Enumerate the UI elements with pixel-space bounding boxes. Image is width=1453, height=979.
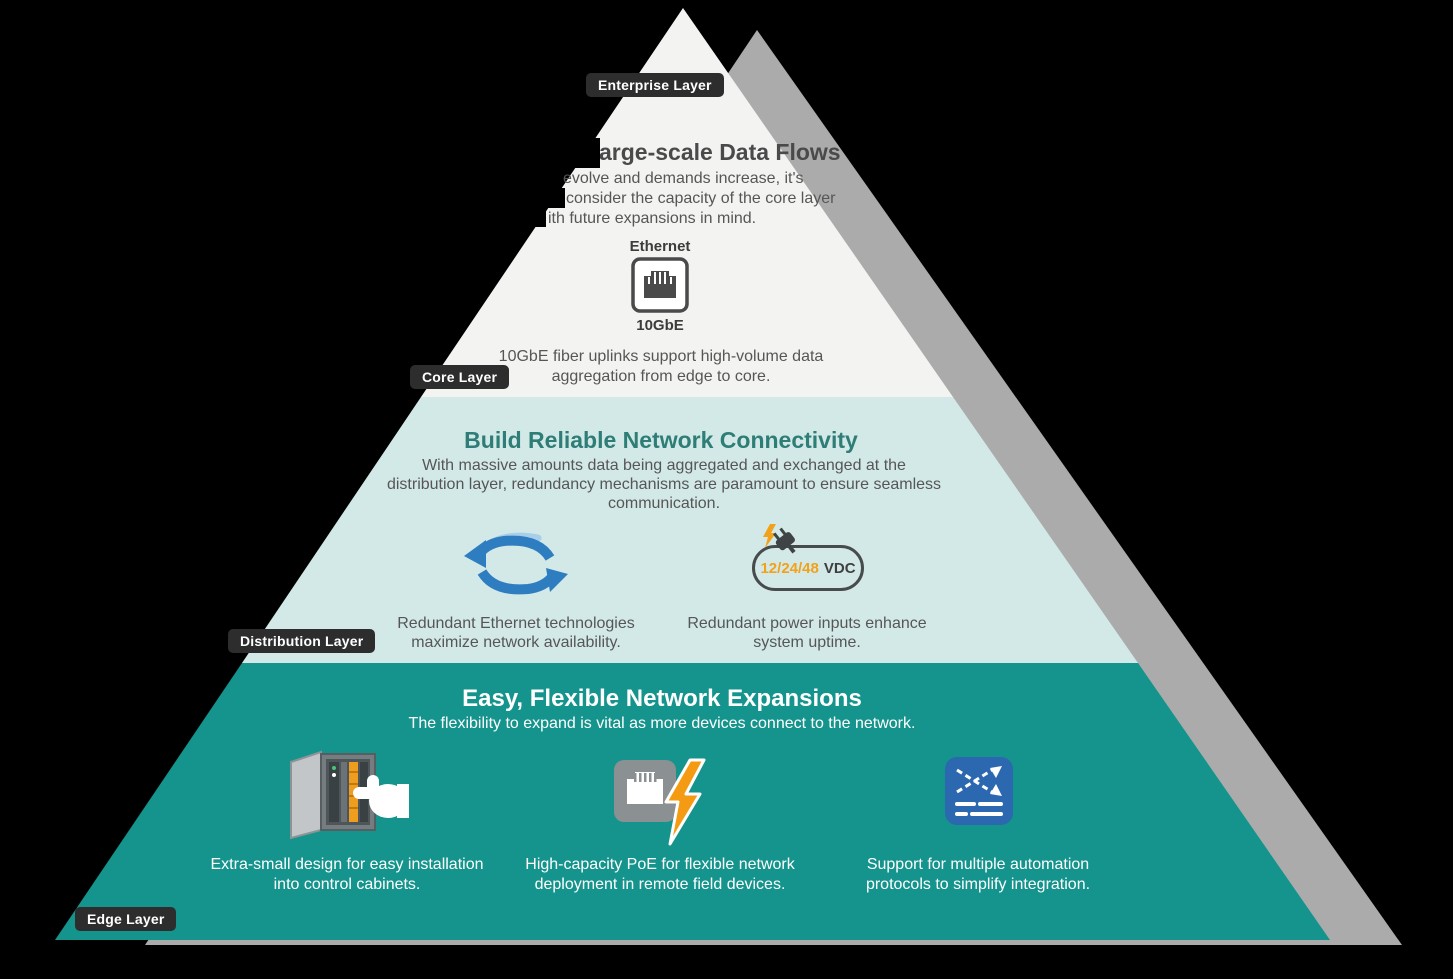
- band-core: [421, 8, 953, 397]
- edge-subtitle: The flexibility to expand is vital as mo…: [408, 715, 916, 732]
- poe-lightning-icon: [614, 758, 706, 846]
- band-distribution: [242, 397, 1138, 663]
- core-caption-line: aggregation from edge to core.: [551, 368, 771, 385]
- automation-protocols-icon: [945, 757, 1013, 825]
- core-caption-line: 10GbE fiber uplinks support high-volume …: [498, 348, 824, 365]
- sync-arrows-icon: [464, 532, 568, 595]
- feature-caption-line: Support for multiple automation: [866, 856, 1090, 873]
- tag-core-layer: Core Layer: [410, 365, 510, 389]
- redaction-bar: [469, 138, 600, 168]
- feature-caption-line: protocols to simplify integration.: [865, 876, 1091, 893]
- core-body-line: ith future expansions in mind.: [548, 210, 757, 227]
- ethernet-port-icon: [631, 257, 689, 313]
- redundant-ethernet-caption-line: maximize network availability.: [411, 634, 621, 651]
- redundant-power-caption-line: Redundant power inputs enhance: [687, 615, 927, 632]
- core-body-line: consider the capacity of the core layer: [566, 190, 836, 207]
- redaction-bar: [477, 188, 565, 208]
- redaction-bar: [477, 168, 562, 188]
- ethernet-speed-label: 10GbE: [636, 317, 684, 334]
- edge-title: Easy, Flexible Network Expansions: [462, 685, 862, 712]
- power-plug-icon: [763, 524, 796, 554]
- tag-enterprise-layer: Enterprise Layer: [586, 73, 724, 97]
- redundant-ethernet-caption-line: Redundant Ethernet technologies: [397, 615, 635, 632]
- feature-caption-line: deployment in remote field devices.: [534, 876, 786, 893]
- distribution-body-line: communication.: [607, 495, 721, 512]
- feature-caption-line: Extra-small design for easy installation: [210, 856, 484, 873]
- feature-caption-line: into control cabinets.: [273, 876, 421, 893]
- power-voltage-value: 12/24/48: [760, 559, 819, 577]
- tag-distribution-layer: Distribution Layer: [228, 629, 376, 653]
- ethernet-label: Ethernet: [629, 238, 691, 255]
- power-input-badge: 12/24/48 VDC: [752, 545, 864, 591]
- core-title: arge-scale Data Flows: [599, 139, 841, 165]
- feature-caption-line: High-capacity PoE for flexible network: [525, 856, 795, 873]
- power-voltage-unit: VDC: [823, 559, 856, 577]
- distribution-title: Build Reliable Network Connectivity: [464, 427, 858, 453]
- cabinet-installation-icon: [290, 750, 409, 840]
- core-body-line: evolve and demands increase, it's: [563, 170, 804, 187]
- redundant-power-caption-line: system uptime.: [753, 634, 861, 651]
- tag-edge-layer: Edge Layer: [75, 907, 177, 931]
- distribution-body-line: With massive amounts data being aggregat…: [422, 457, 906, 474]
- redaction-bar: [533, 209, 546, 227]
- distribution-body-line: distribution layer, redundancy mechanism…: [386, 476, 942, 493]
